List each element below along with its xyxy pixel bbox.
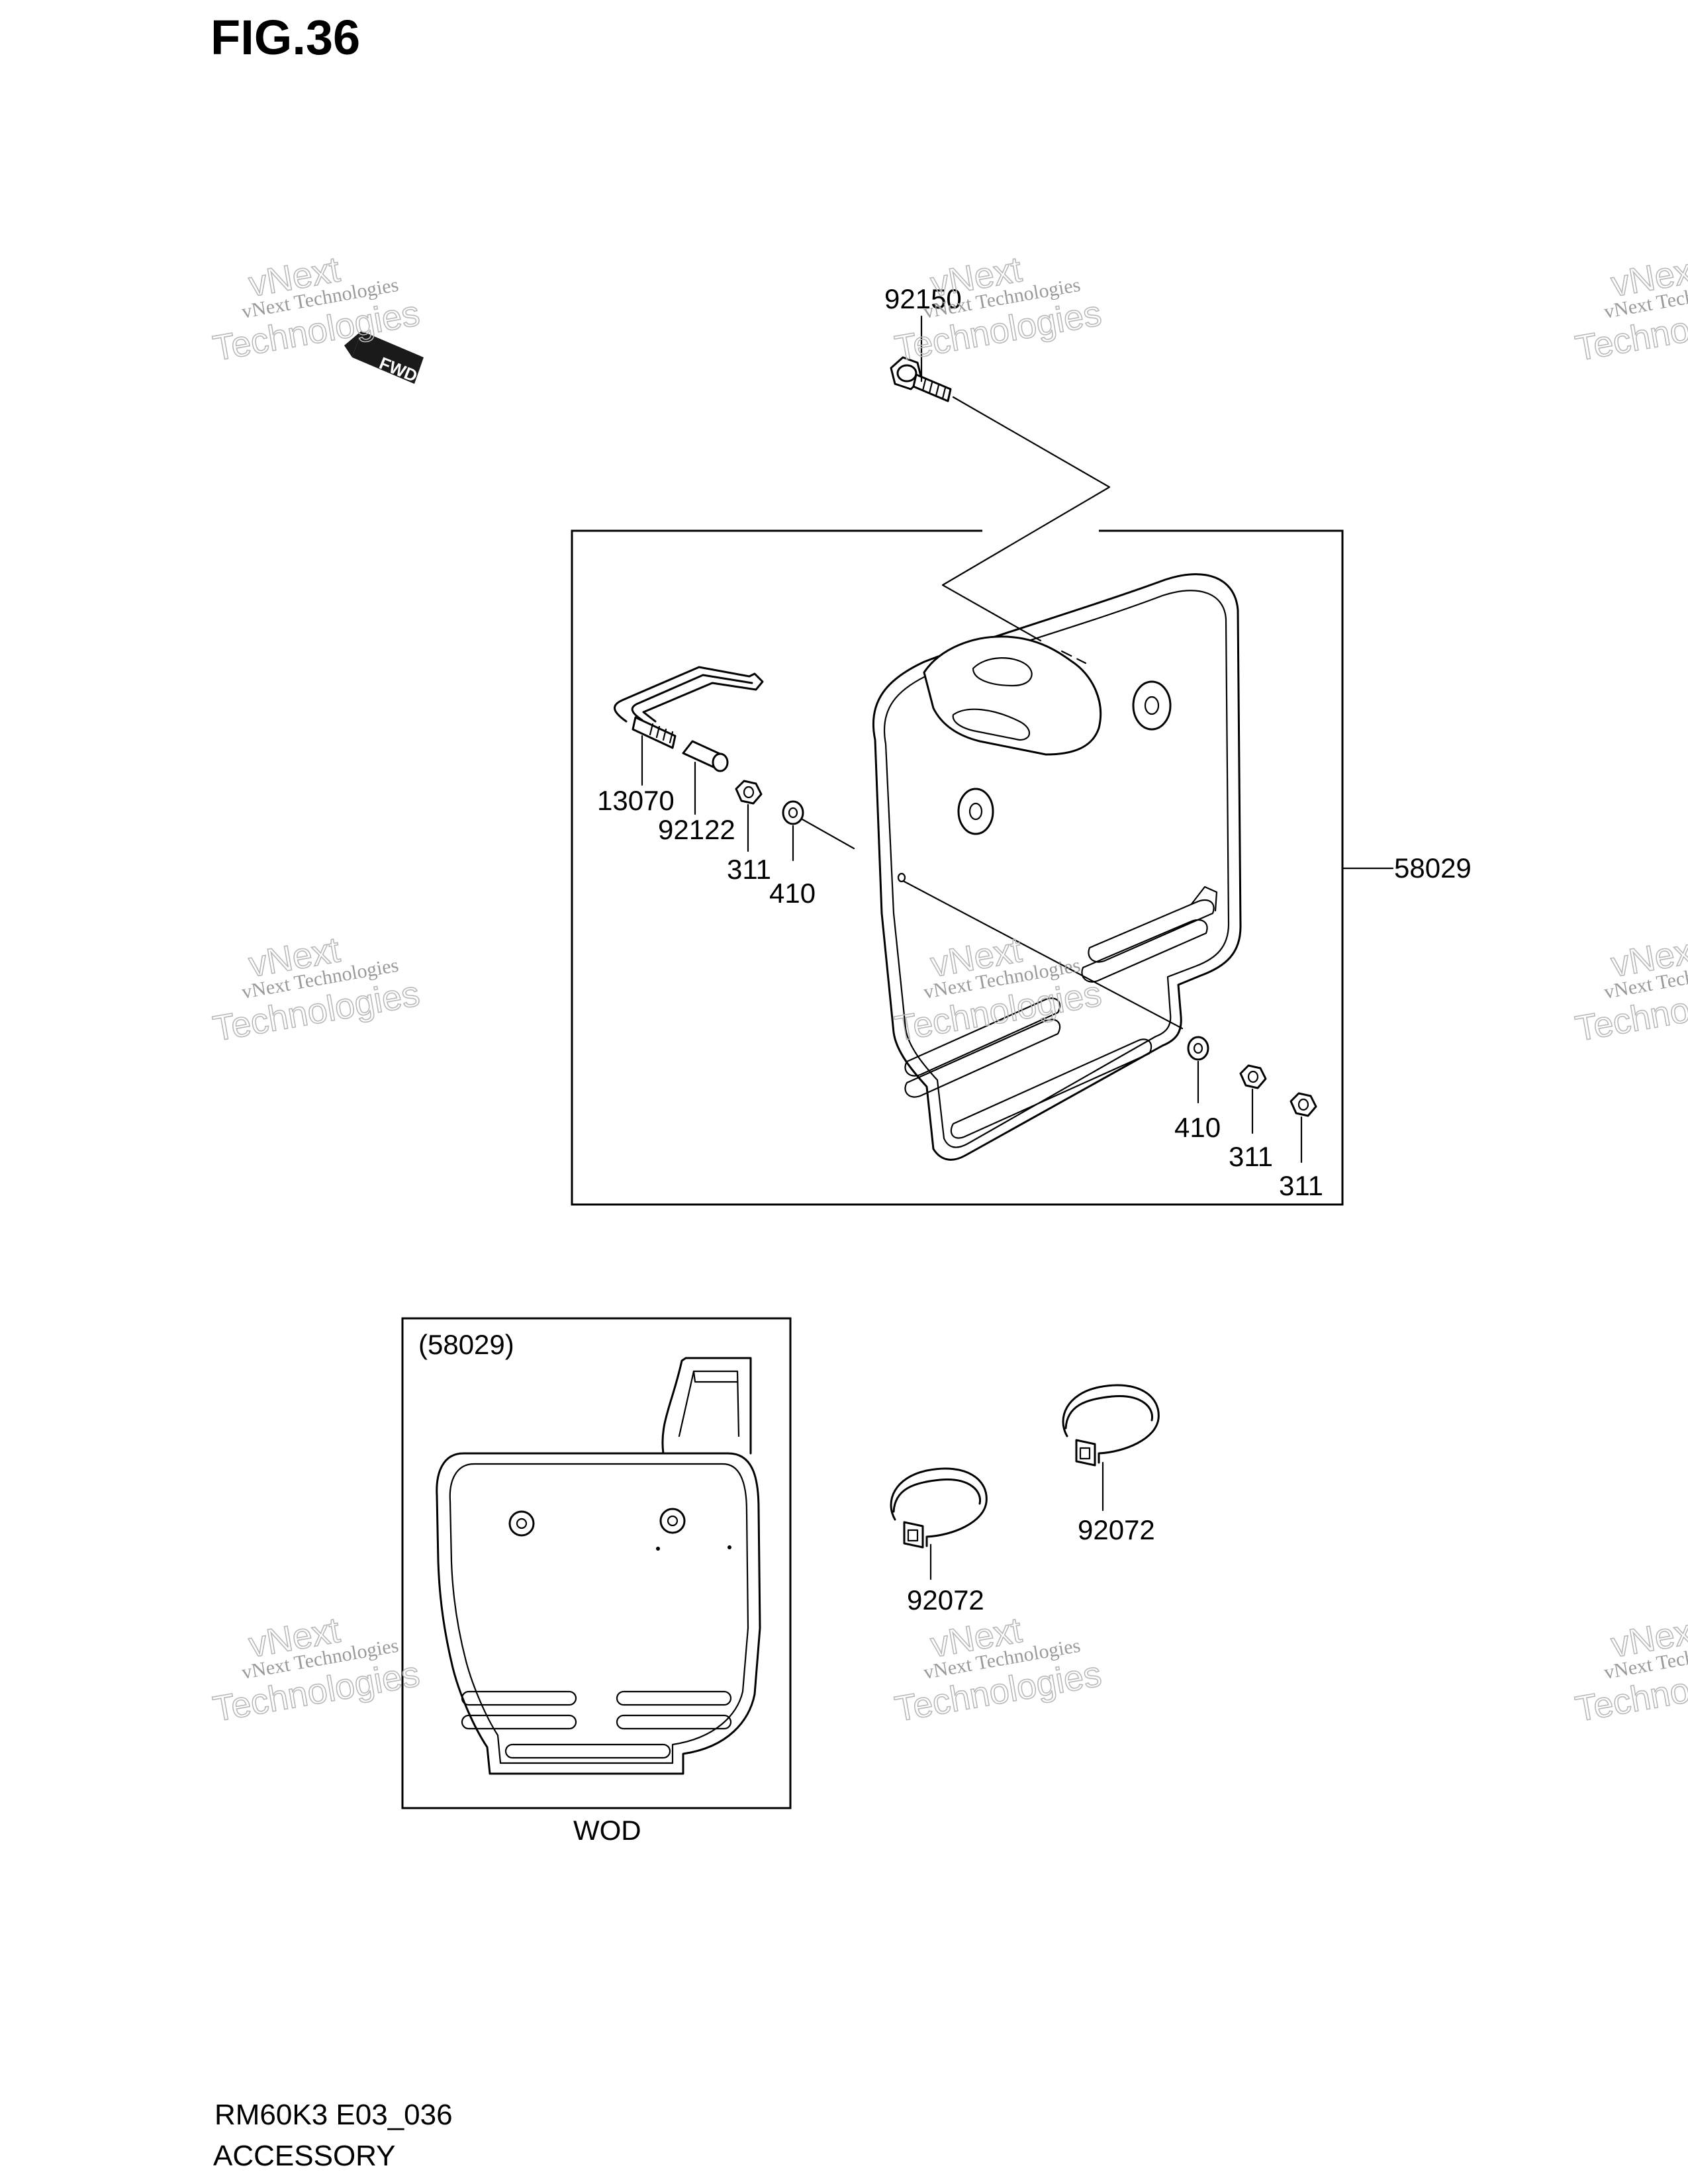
leader-bolt-path: [941, 396, 1111, 642]
callout-410-b: 410: [1174, 1112, 1221, 1143]
watermark-4: vNext vNext Technologies Technologies: [210, 929, 423, 1050]
watermark-9: vNext vNext Technologies Technologies: [1572, 1610, 1688, 1730]
footer-section: ACCESSORY: [213, 2140, 396, 2172]
callout-92072-b: 92072: [1078, 1514, 1155, 1545]
leader-410a-to-plate: [801, 818, 855, 850]
watermark-3: vNext vNext Technologies Technologies: [1572, 249, 1688, 369]
watermark-5: vNext vNext Technologies Technologies: [892, 929, 1105, 1050]
nut-311-c: [1289, 1092, 1317, 1117]
watermark-6: vNext vNext Technologies Technologies: [1572, 929, 1688, 1050]
variant-label-wod: WOD: [573, 1815, 641, 1846]
cable-tie-92072-a: [890, 1467, 988, 1549]
watermark-7: vNext vNext Technologies Technologies: [210, 1610, 423, 1730]
callout-92072-a: 92072: [907, 1584, 984, 1615]
assembly-frame: [571, 529, 1344, 1206]
callout-311-c: 311: [1279, 1170, 1323, 1201]
watermark-8: vNext vNext Technologies Technologies: [892, 1610, 1105, 1730]
callout-92150: 92150: [884, 283, 962, 314]
wod-frame: [401, 1317, 792, 1809]
callout-311-b: 311: [1229, 1141, 1273, 1172]
nut-311-a: [735, 780, 763, 805]
figure-title: FIG.36: [211, 10, 360, 65]
washer-410-a: [782, 800, 804, 825]
nut-311-b: [1239, 1064, 1267, 1089]
number-plate-wod: [436, 1357, 761, 1775]
callout-58029-ref: (58029): [418, 1329, 514, 1360]
bolt-hidden-line: [1060, 650, 1087, 664]
callout-13070: 13070: [597, 785, 675, 816]
bolt-92150: [890, 356, 952, 402]
callout-410-a: 410: [769, 878, 816, 909]
callout-311-a: 311: [727, 854, 771, 885]
number-plate: [872, 573, 1242, 1161]
footer-model-code: RM60K3 E03_036: [214, 2099, 453, 2131]
fwd-arrow-icon: FWD: [344, 331, 424, 386]
collar-92122: [682, 740, 729, 772]
leader-hole-to-410b: [903, 880, 1184, 1030]
watermark-2: vNext vNext Technologies Technologies: [892, 249, 1105, 369]
bracket-13070: [614, 666, 764, 749]
washer-410-b: [1187, 1036, 1209, 1061]
cable-tie-92072-b: [1062, 1384, 1160, 1467]
callout-92122: 92122: [658, 814, 735, 845]
callout-58029: 58029: [1394, 852, 1472, 884]
